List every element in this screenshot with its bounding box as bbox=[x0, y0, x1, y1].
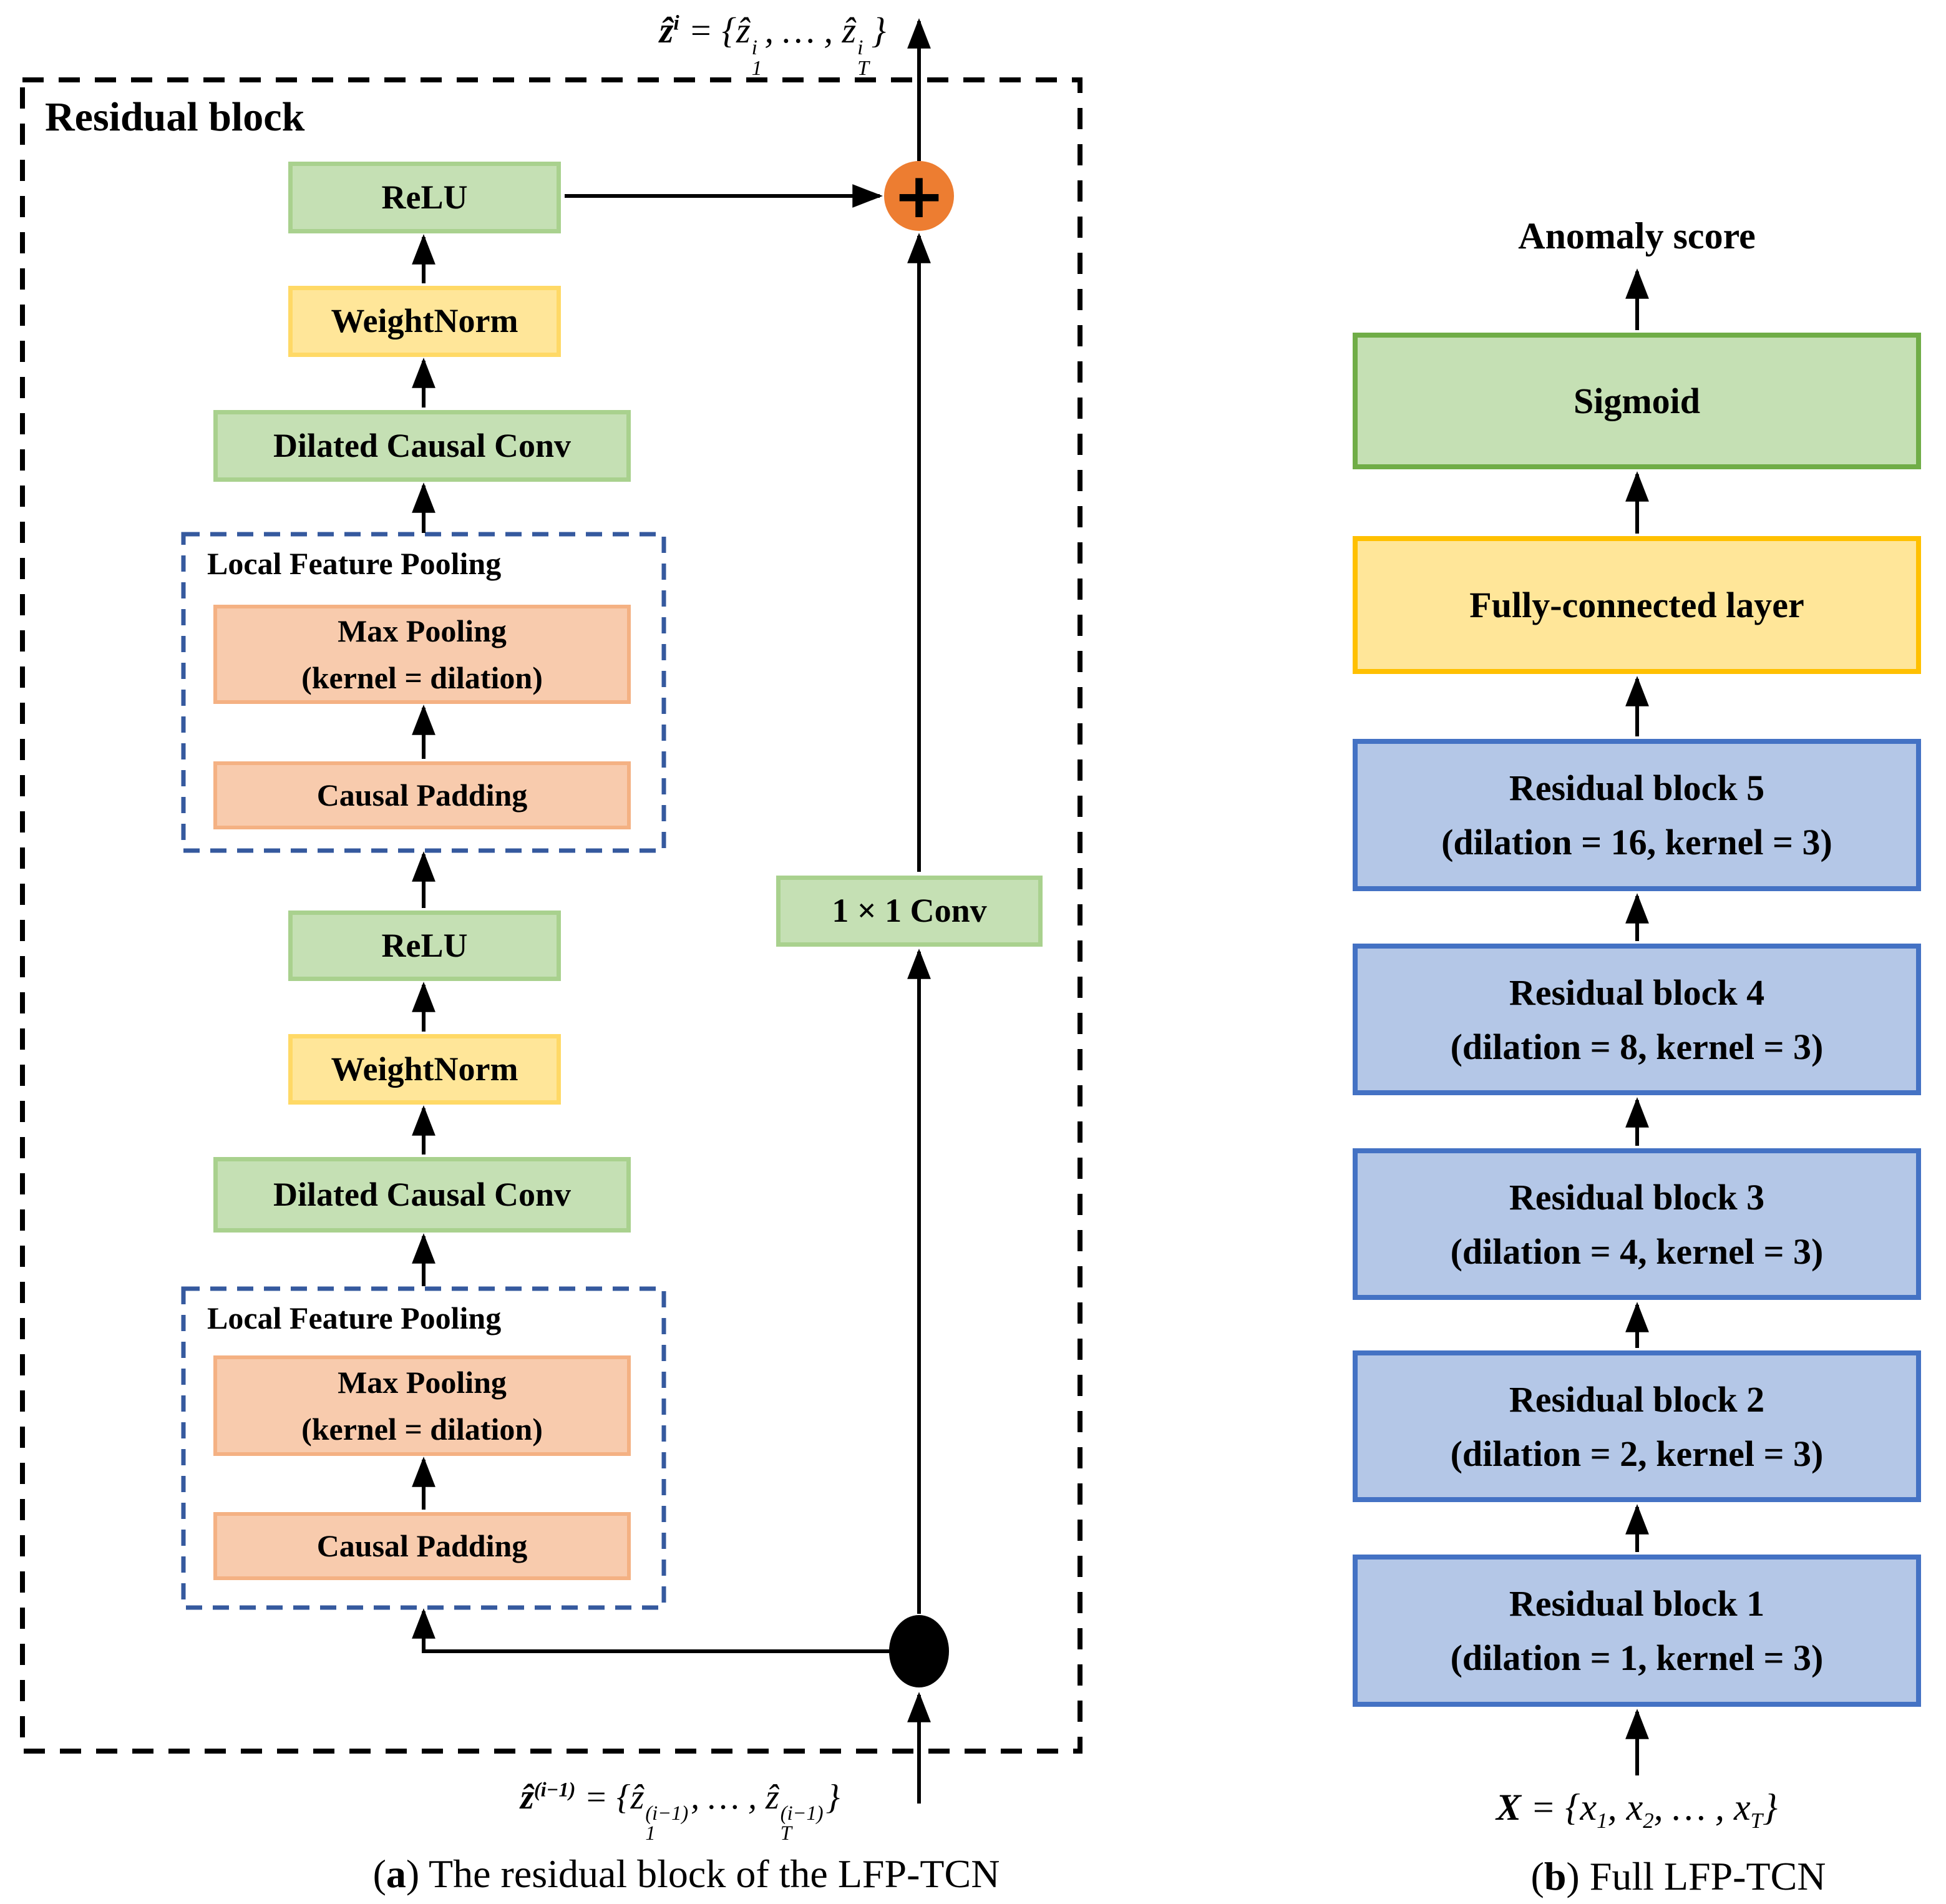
causal-padding-box-1: Causal Padding bbox=[213, 761, 631, 829]
local-feature-pooling-title-1: Local Feature Pooling bbox=[207, 546, 502, 581]
arrow-skip-to-lfp2 bbox=[412, 1608, 919, 1653]
relu-box-2: ReLU bbox=[288, 911, 561, 981]
input-formula-a: ẑ(i−1) = {ẑ(i−1)1, … , ẑ(i−1)T} bbox=[520, 1778, 840, 1845]
junction-dot bbox=[889, 1615, 949, 1687]
plus-icon: + bbox=[893, 159, 945, 232]
caption-a: (a) The residual block of the LFP-TCN bbox=[372, 1852, 1000, 1896]
sigmoid-box: Sigmoid bbox=[1353, 333, 1921, 469]
anomaly-score-label: Anomaly score bbox=[1518, 215, 1756, 256]
residual-block-1-box: Residual block 1 (dilation = 1, kernel =… bbox=[1353, 1555, 1921, 1707]
weightnorm-box-1: WeightNorm bbox=[288, 286, 561, 357]
local-feature-pooling-title-2: Local Feature Pooling bbox=[207, 1301, 502, 1335]
residual-block-3-box: Residual block 3 (dilation = 4, kernel =… bbox=[1353, 1148, 1921, 1300]
causal-padding-box-2: Causal Padding bbox=[213, 1512, 631, 1580]
residual-block-dashed-border bbox=[20, 77, 1082, 1754]
fully-connected-box: Fully-connected layer bbox=[1353, 536, 1921, 674]
local-feature-pooling-border-1 bbox=[181, 532, 666, 853]
relu-box-1: ReLU bbox=[288, 162, 561, 233]
residual-block-2-box: Residual block 2 (dilation = 2, kernel =… bbox=[1353, 1350, 1921, 1502]
residual-block-title: Residual block bbox=[45, 94, 305, 140]
conv-1x1-box: 1 × 1 Conv bbox=[776, 876, 1043, 947]
sum-node: + bbox=[884, 161, 954, 231]
max-pooling-box-1: Max Pooling (kernel = dilation) bbox=[213, 605, 631, 704]
dilated-causal-conv-box-1: Dilated Causal Conv bbox=[213, 410, 631, 482]
residual-block-4-box: Residual block 4 (dilation = 8, kernel =… bbox=[1353, 944, 1921, 1095]
input-formula-b: X = {x1, x2, … , xT} bbox=[1496, 1787, 1778, 1833]
residual-block-5-box: Residual block 5 (dilation = 16, kernel … bbox=[1353, 739, 1921, 891]
weightnorm-box-2: WeightNorm bbox=[288, 1034, 561, 1105]
caption-b: (b) Full LFP-TCN bbox=[1530, 1854, 1826, 1898]
max-pooling-box-2: Max Pooling (kernel = dilation) bbox=[213, 1355, 631, 1456]
dilated-causal-conv-box-2: Dilated Causal Conv bbox=[213, 1157, 631, 1233]
